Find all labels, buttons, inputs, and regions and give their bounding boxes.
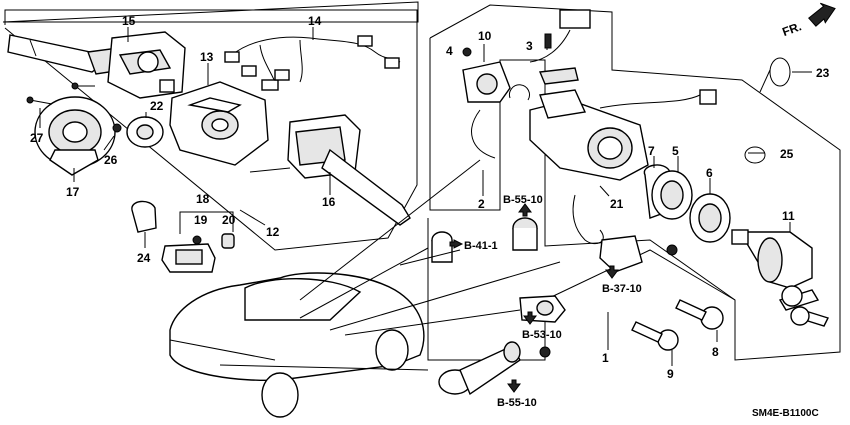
car-silhouette bbox=[169, 272, 425, 418]
callout-5: 5 bbox=[672, 144, 679, 158]
ignition-group-frame bbox=[429, 4, 841, 361]
callout-25: 25 bbox=[780, 147, 794, 161]
switch-bracket-24 bbox=[131, 200, 157, 233]
callout-18: 18 bbox=[196, 192, 210, 206]
callout-13: 13 bbox=[200, 50, 214, 64]
ref-b5510-bottom: B-55-10 bbox=[497, 397, 537, 409]
door-lock-cylinder bbox=[512, 217, 538, 251]
callout-10: 10 bbox=[478, 29, 492, 43]
ref-arrow-b5510-top bbox=[518, 203, 532, 217]
callout-11: 11 bbox=[782, 209, 795, 223]
hazard-switch bbox=[161, 243, 216, 273]
callout-15: 15 bbox=[122, 14, 136, 28]
callout-27: 27 bbox=[30, 131, 44, 145]
steering-sensor-assembly bbox=[34, 96, 116, 176]
cable-reel bbox=[169, 81, 269, 166]
front-direction-arrow bbox=[807, 2, 836, 27]
callout-12: 12 bbox=[266, 225, 280, 239]
ref-b3710: B-37-10 bbox=[602, 283, 642, 295]
callout-16: 16 bbox=[322, 195, 336, 209]
cable-tie-23 bbox=[759, 57, 791, 93]
callout-7: 7 bbox=[648, 144, 655, 158]
callout-22: 22 bbox=[150, 99, 164, 113]
callout-8: 8 bbox=[712, 345, 719, 359]
callout-1: 1 bbox=[602, 351, 609, 365]
callout-9: 9 bbox=[667, 367, 674, 381]
cancel-sleeve bbox=[126, 116, 164, 148]
ref-arrow-b5510-bottom bbox=[507, 379, 521, 393]
turn-signal-stalk bbox=[7, 34, 123, 75]
bulb-20 bbox=[221, 233, 235, 249]
callout-24: 24 bbox=[137, 251, 151, 265]
combination-switch-group-frame bbox=[2, 1, 419, 23]
ref-b411: B-41-1 bbox=[464, 240, 498, 252]
combination-switch-body bbox=[107, 31, 186, 99]
direction-label: FR. bbox=[780, 19, 803, 39]
ref-b5510-top: B-55-10 bbox=[503, 194, 543, 206]
steering-lock-body bbox=[529, 89, 649, 181]
ring-5 bbox=[651, 170, 693, 220]
circlip-left bbox=[508, 84, 530, 101]
screw-27 bbox=[26, 96, 53, 105]
callout-21: 21 bbox=[610, 197, 624, 211]
ref-arrow-b5310 bbox=[523, 311, 537, 325]
wiper-switch bbox=[249, 114, 411, 226]
bolt-3 bbox=[544, 33, 552, 49]
trunk-lock-cylinder bbox=[438, 341, 521, 396]
wire-harness bbox=[224, 35, 401, 91]
callout-23: 23 bbox=[816, 66, 830, 80]
key-8 bbox=[675, 299, 724, 330]
callout-3: 3 bbox=[526, 39, 533, 53]
key-switch-10 bbox=[462, 61, 511, 103]
ignition-harness bbox=[471, 9, 717, 245]
callout-26: 26 bbox=[104, 153, 118, 167]
cylinder-11 bbox=[731, 229, 813, 289]
screw-4 bbox=[462, 47, 472, 57]
ref-b5310: B-53-10 bbox=[522, 329, 562, 341]
ring-6 bbox=[689, 193, 731, 243]
callout-20: 20 bbox=[222, 213, 236, 227]
key-9 bbox=[631, 321, 679, 351]
screw-top bbox=[71, 82, 95, 90]
combination-switch-frame-outline bbox=[4, 9, 418, 251]
bolt-lower bbox=[539, 346, 551, 358]
ref-arrow-b411 bbox=[449, 239, 464, 249]
callout-6: 6 bbox=[706, 166, 713, 180]
callout-4: 4 bbox=[446, 44, 453, 58]
bolt-right bbox=[666, 244, 678, 256]
screw-19 bbox=[192, 235, 202, 245]
callout-14: 14 bbox=[308, 14, 322, 28]
ref-arrow-b3710 bbox=[605, 265, 619, 279]
trunk-latch-switch bbox=[599, 235, 643, 273]
leader-lines bbox=[219, 159, 561, 371]
callout-17: 17 bbox=[66, 185, 80, 199]
bracket-18 bbox=[179, 211, 234, 234]
screw-26 bbox=[112, 123, 122, 133]
key-set bbox=[778, 285, 829, 327]
lock-group-frame bbox=[427, 218, 736, 361]
clip-25 bbox=[744, 146, 766, 164]
diagram-code: SM4E-B1100C bbox=[752, 408, 819, 419]
glove-box-lock bbox=[431, 231, 453, 263]
callout-2: 2 bbox=[478, 197, 485, 211]
clamp-top bbox=[538, 67, 579, 85]
callout-leaders bbox=[39, 27, 812, 366]
callout-19: 19 bbox=[194, 213, 208, 227]
